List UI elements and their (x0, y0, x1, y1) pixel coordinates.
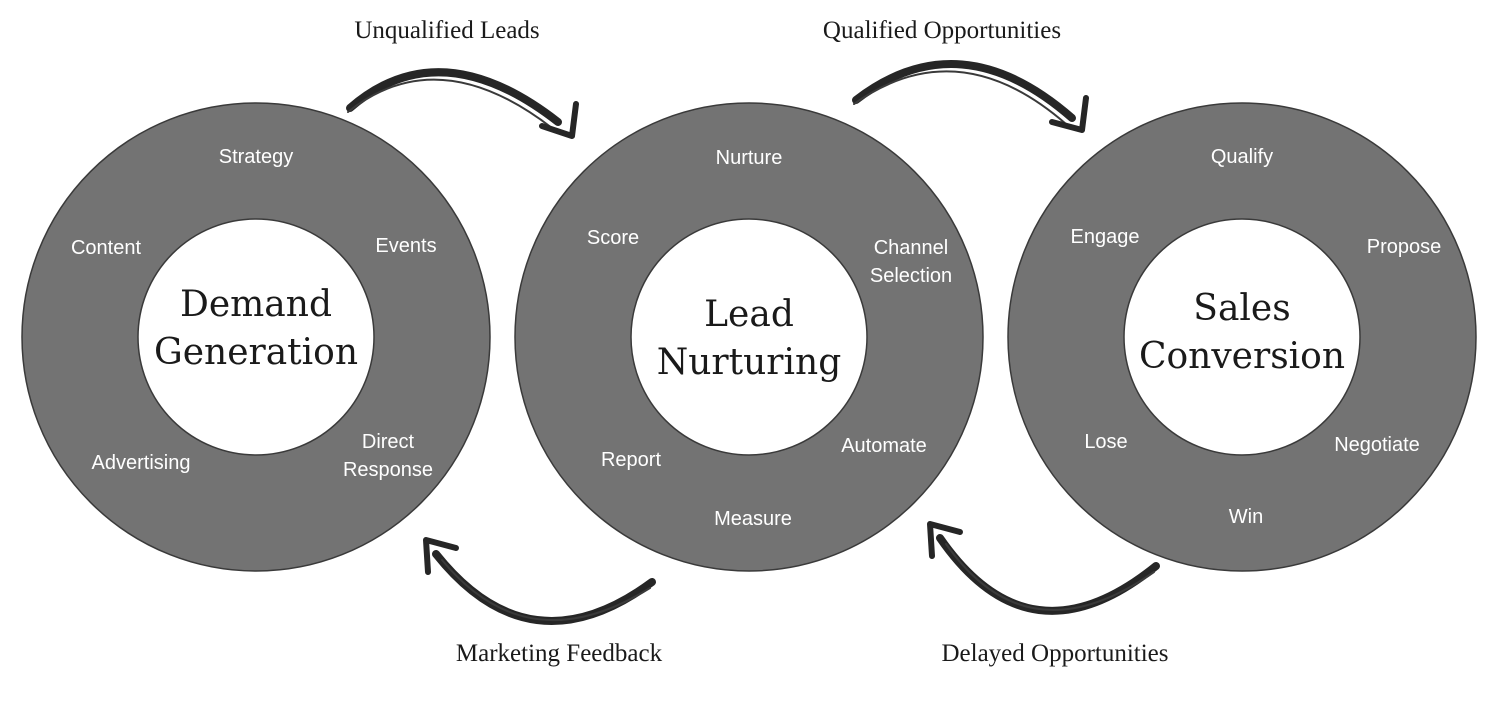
segment-nurture: Nurture (716, 147, 783, 169)
segment-strategy: Strategy (219, 146, 293, 168)
cycle-lead-nurturing: Lead Nurturing Nurture Channel Selection… (514, 102, 984, 572)
segment-measure: Measure (714, 508, 792, 530)
lead-nurturing-core (630, 218, 868, 456)
arrow-qualified-opportunities (852, 60, 1089, 133)
segment-automate: Automate (841, 435, 927, 457)
segment-report: Report (601, 449, 661, 471)
segment-propose: Propose (1367, 236, 1442, 258)
sales-conversion-core (1123, 218, 1361, 456)
segment-response: Response (343, 459, 433, 481)
sales-conversion-title-line1: Sales (1193, 288, 1290, 329)
cycle-sales-conversion: Sales Conversion Qualify Propose Negotia… (1007, 102, 1477, 572)
arrow-marketing-feedback (423, 537, 656, 625)
segment-advertising: Advertising (92, 452, 191, 474)
segment-engage: Engage (1071, 226, 1140, 248)
cycle-demand-generation: Demand Generation Strategy Events Direct… (21, 102, 491, 572)
lead-nurturing-title-line2: Nurturing (657, 342, 842, 383)
flow-label-qualified-opportunities: Qualified Opportunities (823, 17, 1061, 44)
segment-content: Content (71, 237, 141, 259)
segment-events: Events (375, 235, 436, 257)
segment-negotiate: Negotiate (1334, 434, 1420, 456)
flow-label-delayed-opportunities: Delayed Opportunities (941, 640, 1168, 667)
demand-generation-title-line2: Generation (154, 332, 358, 373)
arrow-unqualified-leads (346, 68, 579, 139)
segment-lose: Lose (1084, 431, 1127, 453)
arrow-delayed-opportunities (927, 521, 1160, 615)
demand-generation-core (137, 218, 375, 456)
segment-selection: Selection (870, 265, 952, 287)
lead-nurturing-title-line1: Lead (704, 294, 794, 335)
segment-channel: Channel (874, 237, 949, 259)
segment-win: Win (1229, 506, 1263, 528)
sales-conversion-title-line2: Conversion (1139, 336, 1345, 377)
segment-score: Score (587, 227, 639, 249)
segment-direct: Direct (362, 431, 415, 453)
demand-generation-title-line1: Demand (180, 284, 332, 325)
flow-label-unqualified-leads: Unqualified Leads (354, 17, 539, 44)
flow-label-marketing-feedback: Marketing Feedback (456, 640, 663, 667)
segment-qualify: Qualify (1211, 146, 1273, 168)
